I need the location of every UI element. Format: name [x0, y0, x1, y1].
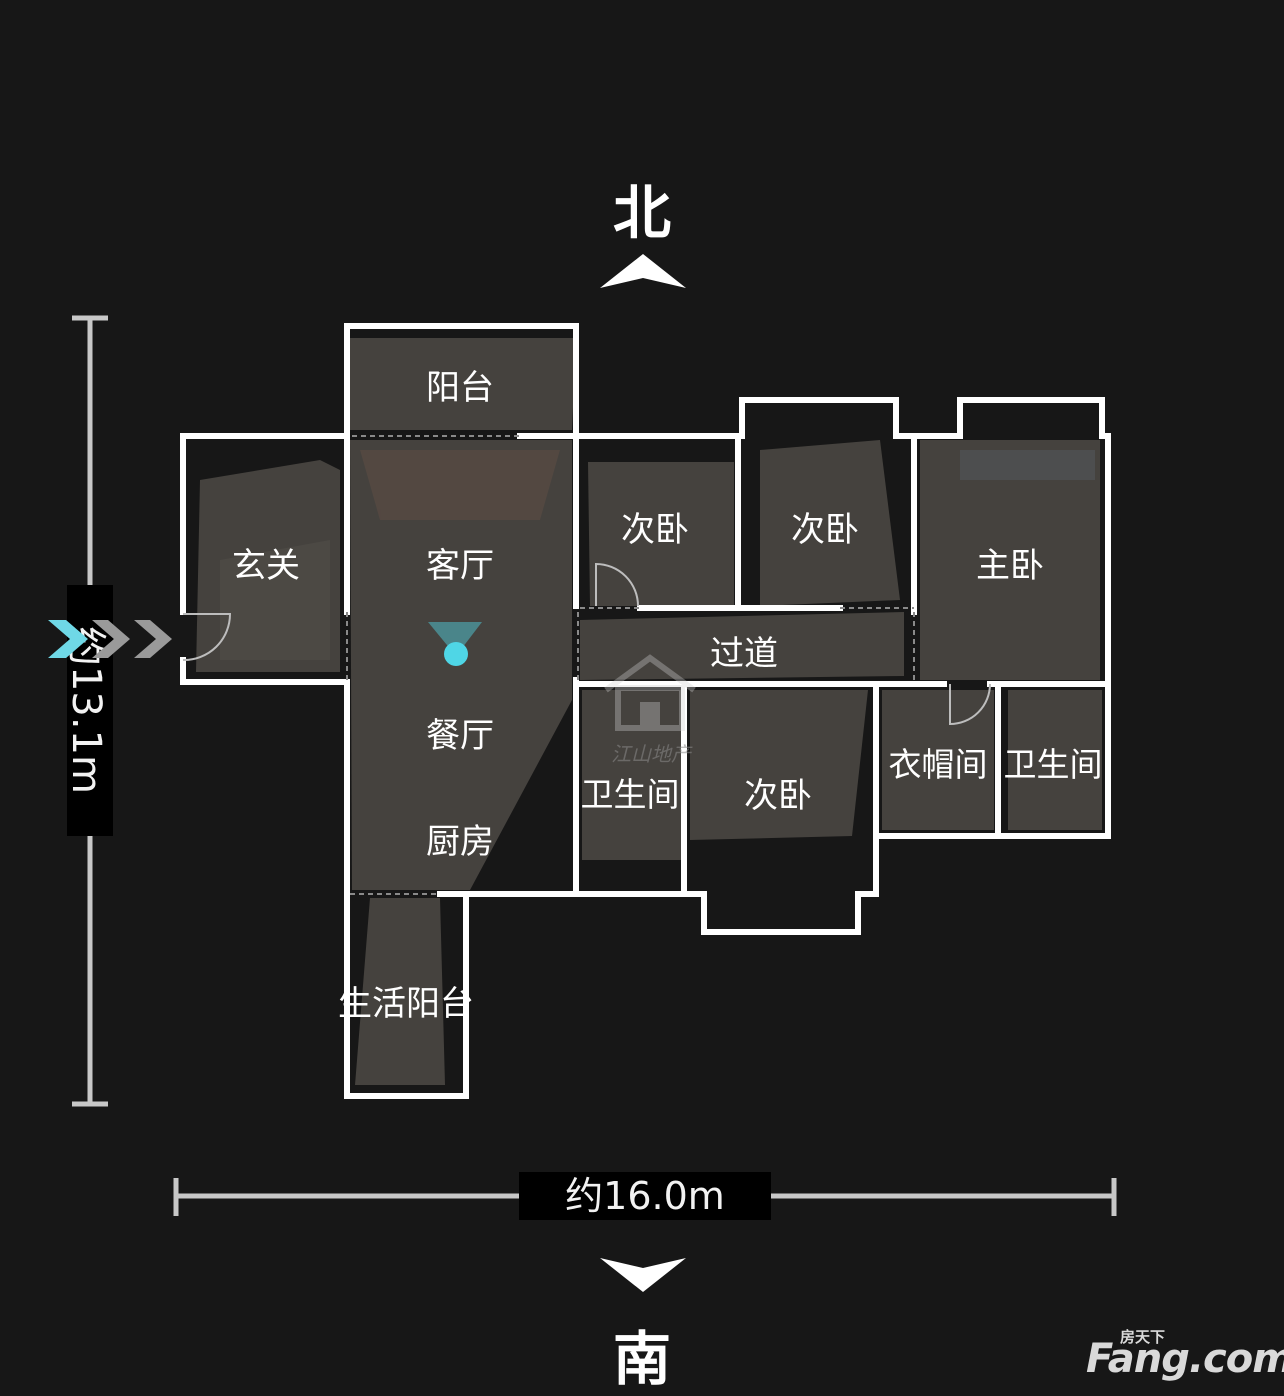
agency-logo-icon	[604, 654, 696, 731]
entry-arrow-icon[interactable]	[44, 614, 180, 664]
room-label-bedroom-3[interactable]: 次卧	[744, 776, 812, 816]
bedroom3-fill	[690, 690, 868, 840]
room-label-bedroom-2[interactable]: 次卧	[791, 510, 859, 550]
room-label-entrance[interactable]: 玄关	[232, 546, 300, 586]
viewer-position-icon[interactable]	[420, 616, 490, 672]
room-label-master-bedroom[interactable]: 主卧	[976, 546, 1044, 586]
room-fills	[196, 338, 1102, 1085]
bedroom1-fill	[588, 462, 734, 606]
corridor-fill	[580, 612, 904, 680]
living-dining-fill	[350, 440, 572, 890]
room-label-living-room[interactable]: 客厅	[426, 546, 494, 586]
room-label-bathroom-2[interactable]: 卫生间	[1003, 745, 1103, 784]
room-label-corridor[interactable]: 过道	[710, 634, 778, 674]
room-label-utility-balcony[interactable]: 生活阳台	[338, 984, 474, 1024]
master-bedroom-fill	[920, 440, 1100, 680]
balcony-fill	[350, 338, 576, 430]
doors	[182, 562, 991, 726]
fang-watermark: 房天下 Fang.com	[1086, 1328, 1284, 1386]
entrance-fill	[196, 460, 340, 672]
room-label-balcony[interactable]: 阳台	[426, 368, 494, 408]
utility-balcony-fill	[355, 898, 445, 1085]
north-label: 北	[612, 179, 671, 247]
fang-watermark-en: Fang.com	[1086, 1336, 1284, 1382]
room-label-bedroom-1[interactable]: 次卧	[621, 510, 689, 550]
walls	[180, 323, 1111, 1099]
bathroom1-fill	[582, 690, 682, 860]
room-label-dining-room[interactable]: 餐厅	[426, 716, 494, 756]
south-label: 南	[612, 1325, 671, 1393]
fang-watermark-cn: 房天下	[1120, 1328, 1166, 1346]
agency-watermark-text: 江山地产	[611, 742, 691, 766]
room-label-kitchen[interactable]: 厨房	[426, 822, 494, 862]
south-arrow-icon[interactable]	[596, 1254, 690, 1294]
room-label-bathroom-1[interactable]: 卫生间	[580, 775, 680, 814]
openings	[346, 435, 915, 895]
photo-texture	[220, 450, 1095, 660]
bedroom2-fill	[760, 440, 900, 606]
room-label-cloakroom[interactable]: 衣帽间	[888, 745, 988, 784]
width-dimension-label: 约16.0m	[519, 1172, 771, 1220]
bathroom2-fill	[1008, 690, 1102, 830]
north-arrow-icon[interactable]	[596, 250, 690, 290]
cloakroom-fill	[882, 690, 994, 830]
